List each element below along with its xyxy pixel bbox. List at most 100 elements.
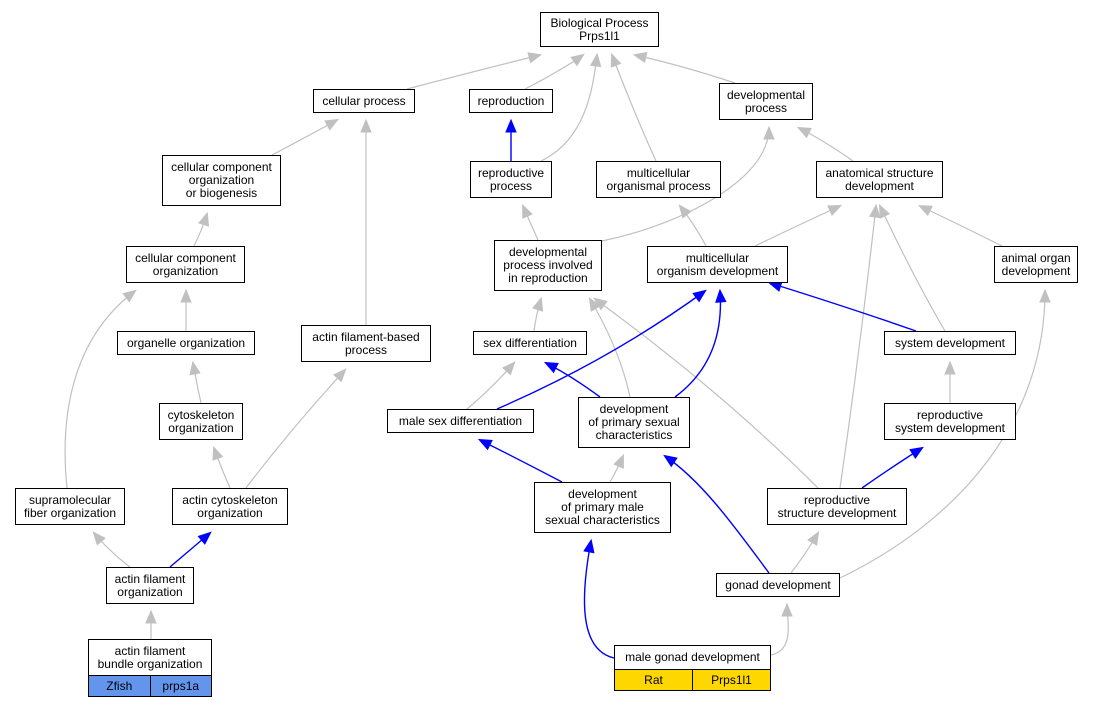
edge-line <box>583 540 615 659</box>
edge-cellular_process-is-a <box>406 52 543 90</box>
edge-arrowhead <box>678 204 692 219</box>
edge-arrowhead <box>869 203 881 219</box>
gene-label[interactable]: Prps1l1 <box>692 670 770 690</box>
edge-reproduction-is-a <box>524 53 585 90</box>
edge-reproductive_process-is-a <box>540 52 602 162</box>
edge-afbo-is-a <box>145 609 157 639</box>
edge-line <box>496 290 706 410</box>
go-term-cytoskeleton-organization[interactable]: cytoskeleton organization <box>159 403 243 440</box>
edge-line <box>64 290 136 489</box>
edge-line <box>839 205 877 489</box>
go-term-multicellular-organismal-process[interactable]: multicellular organismal process <box>596 161 721 198</box>
go-term-animal-organ-development[interactable]: animal organ development <box>994 246 1078 283</box>
go-term-dpmsc[interactable]: development of primary male sexual chara… <box>534 482 671 533</box>
edge-line <box>601 127 770 242</box>
edge-arrowhead <box>527 52 543 64</box>
edge-line <box>769 282 917 332</box>
edge-male_sex_differentiation-is-a <box>466 361 516 410</box>
edge-arrowhead <box>122 289 137 303</box>
edge-line <box>611 54 657 162</box>
edge-system_development-is-a <box>944 360 956 404</box>
edge-male_sex_differentiation-regulates <box>496 289 707 410</box>
edge-line <box>245 369 346 489</box>
edge-arrowhead <box>477 438 493 451</box>
edge-actin_cytoskeleton_organization-is-a <box>245 368 347 489</box>
edge-arrowhead <box>588 297 601 312</box>
edge-arrowhead <box>944 360 956 375</box>
go-term-mod[interactable]: multicellular organism development <box>647 246 788 283</box>
edge-arrowhead <box>663 454 678 468</box>
go-term-afbo[interactable]: actin filament bundle organization <box>88 639 212 676</box>
edge-arrowhead <box>180 288 192 303</box>
edge-arrowhead <box>763 125 775 140</box>
edge-rsd-is-a <box>593 297 819 489</box>
edge-arrowhead <box>589 52 602 68</box>
edge-arrowhead <box>522 203 533 219</box>
edge-cytoskeleton_organization-is-a <box>189 360 202 404</box>
edge-line <box>406 54 541 90</box>
edge-arrowhead <box>532 296 544 312</box>
edge-arrowhead <box>715 288 727 303</box>
go-term-organelle-organization[interactable]: organelle organization <box>117 331 255 355</box>
go-term-actin-filament-based-process[interactable]: actin filament-based process <box>301 325 431 362</box>
edge-developmental_process-is-a <box>632 51 736 84</box>
go-term-male-gonad-development[interactable]: male gonad development <box>614 645 771 670</box>
go-term-cellular-process[interactable]: cellular process <box>313 89 415 113</box>
edge-actin_cytoskeleton_organization-is-a <box>212 445 231 489</box>
edge-line <box>664 455 770 574</box>
edge-arrowhead <box>324 118 340 131</box>
edge-arrowhead <box>145 609 157 624</box>
edge-arrowhead <box>796 126 812 139</box>
edge-line <box>839 290 1046 579</box>
edge-dpir-is-a <box>601 125 775 242</box>
go-term-dpir[interactable]: developmental process involved in reprod… <box>494 240 602 291</box>
edge-dpsc-regulates <box>674 288 727 398</box>
edge-cco-is-a <box>193 211 210 247</box>
go-term-dpsc[interactable]: development of primary sexual characteri… <box>578 397 690 448</box>
go-term-reproduction[interactable]: reproduction <box>469 89 553 113</box>
edge-line <box>674 290 722 398</box>
edge-male_gonad_development-is-a <box>770 602 793 656</box>
go-term-actin-cytoskeleton-organization[interactable]: actin cytoskeleton organization <box>172 488 288 525</box>
edge-line <box>540 54 598 162</box>
species-label: Zfish <box>106 679 133 693</box>
go-term-system-development[interactable]: system development <box>884 331 1016 355</box>
species-label: Rat <box>644 673 663 687</box>
edge-arrowhead <box>807 531 820 546</box>
gene-label[interactable]: prps1a <box>149 676 212 696</box>
edge-rsd-regulates <box>861 446 924 489</box>
go-term-rsd[interactable]: reproductive structure development <box>767 488 907 525</box>
go-term-reproductive-process[interactable]: reproductive process <box>470 161 552 198</box>
go-term-sex-differentiation[interactable]: sex differentiation <box>473 331 587 355</box>
go-term-gonad-development[interactable]: gonad development <box>716 573 840 597</box>
go-term-reproductive-system-development[interactable]: reproductive system development <box>884 403 1016 440</box>
edge-arrowhead <box>781 602 793 617</box>
edge-arrowhead <box>505 118 517 133</box>
edge-arrowhead <box>632 51 648 64</box>
edge-multicellular_organismal_process-is-a <box>610 52 657 162</box>
go-term-supramolecular-fiber-organization[interactable]: supramolecular fiber organization <box>15 488 125 525</box>
edge-actin_filament_organization-regulates <box>169 531 212 568</box>
go-term-male-sex-differentiation[interactable]: male sex differentiation <box>387 409 534 433</box>
edge-arrowhead <box>593 297 608 311</box>
go-term-actin-filament-organization[interactable]: actin filament organization <box>106 567 194 604</box>
edge-anatomical_structure_development-is-a <box>796 126 854 162</box>
edge-sex_differentiation-is-a <box>532 296 544 332</box>
go-term-developmental-process[interactable]: developmental process <box>719 83 813 120</box>
edge-arrowhead <box>189 360 201 376</box>
edge-supramolecular_fiber_organization-is-a <box>64 289 137 489</box>
go-term-cco[interactable]: cellular component organization <box>126 246 245 283</box>
edge-arrowhead <box>197 531 212 545</box>
go-term-bp[interactable]: Biological Process Prps1l1 <box>540 12 659 47</box>
edge-gonad_development-is-a <box>839 288 1051 579</box>
edge-reproductive_process-regulates <box>505 118 517 161</box>
edge-arrowhead <box>917 205 933 217</box>
edge-arrowhead <box>360 118 372 133</box>
go-term-anatomical-structure-development[interactable]: anatomical structure development <box>816 161 943 198</box>
edge-animal_organ_development-is-a <box>917 205 1003 247</box>
edge-arrowhead <box>879 203 891 219</box>
edge-arrowhead <box>198 211 210 227</box>
go-term-ccob[interactable]: cellular component organization or bioge… <box>162 155 281 206</box>
